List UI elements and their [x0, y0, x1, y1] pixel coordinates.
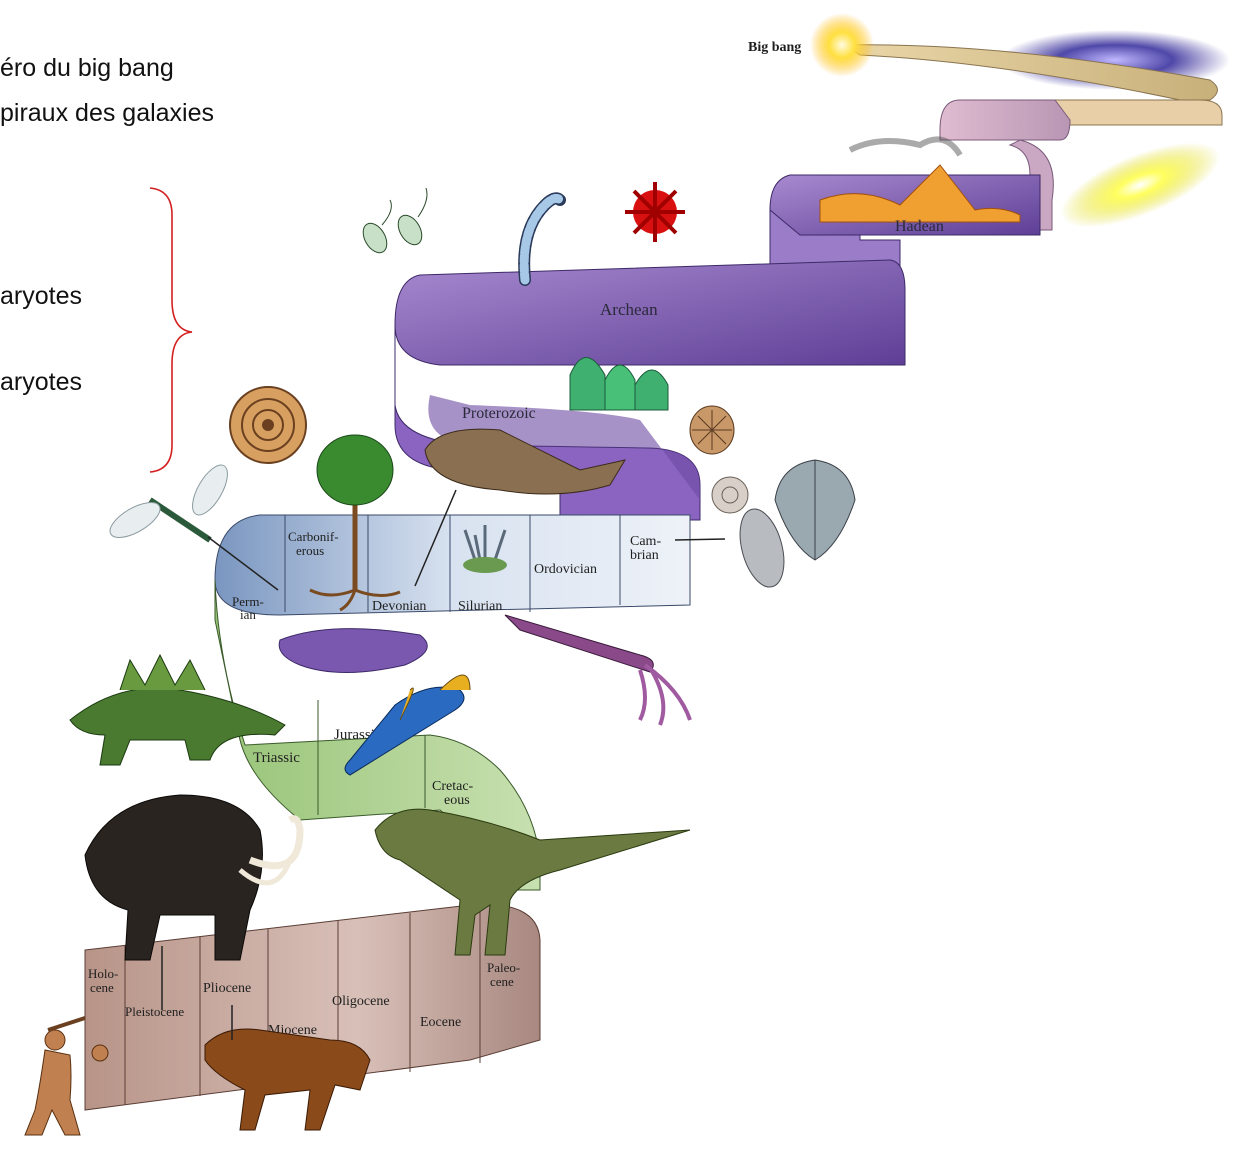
label-paleocene-2: cene	[490, 974, 514, 989]
label-hadean: Hadean	[895, 218, 944, 235]
label-big-bang: Big bang	[748, 40, 801, 55]
red-brace	[150, 188, 192, 472]
horseshoe-crab-icon	[279, 629, 427, 673]
dragonfly-icon	[105, 460, 235, 545]
trilobite-icon	[775, 460, 855, 560]
label-cretaceous-1: Cretac-	[432, 779, 474, 794]
shell-icon	[712, 477, 748, 513]
label-paleocene-1: Paleo-	[487, 960, 520, 975]
galaxy-icon	[1050, 125, 1230, 244]
label-devonian: Devonian	[372, 599, 426, 614]
arrow-cambrian	[675, 539, 725, 540]
ammonite-icon	[230, 387, 306, 463]
label-pleistocene: Pleistocene	[125, 1004, 184, 1019]
cyanobacteria-icon	[524, 198, 560, 280]
ribbon-pink	[940, 100, 1070, 140]
brachiopod-icon	[690, 406, 734, 454]
label-archean: Archean	[600, 300, 658, 319]
label-oligocene: Oligocene	[332, 994, 390, 1009]
label-ordovician: Ordovician	[534, 562, 597, 577]
sun-burst-icon	[810, 13, 874, 77]
label-carboniferous-2: erous	[296, 543, 324, 558]
label-cretaceous-2: eous	[444, 793, 470, 808]
squid-icon	[505, 615, 690, 725]
horse-icon	[205, 1029, 370, 1130]
label-triassic: Triassic	[253, 750, 300, 766]
sea-urchin-icon	[625, 182, 685, 242]
label-eocene: Eocene	[420, 1015, 461, 1030]
label-cambrian-2: brian	[630, 548, 659, 563]
smoke-icon	[850, 139, 960, 155]
label-pliocene: Pliocene	[203, 981, 251, 996]
label-holocene-1: Holo-	[88, 966, 118, 981]
label-carboniferous-1: Carbonif-	[288, 529, 339, 544]
label-cambrian-1: Cam-	[630, 534, 661, 549]
label-permian-2: ian	[240, 607, 256, 622]
ribbon-paleozoic	[215, 515, 690, 615]
label-holocene-2: cene	[90, 980, 114, 995]
protist-icon	[358, 188, 427, 257]
label-proterozoic: Proterozoic	[462, 405, 536, 422]
label-silurian: Silurian	[458, 599, 502, 614]
